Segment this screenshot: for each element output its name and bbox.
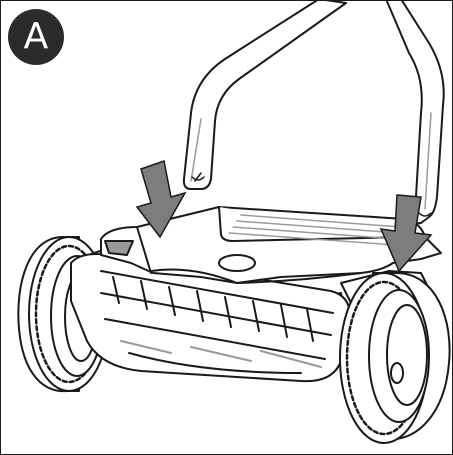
arrow-down-icon: [135, 160, 187, 239]
mower-handle: [182, 1, 445, 225]
mower-deck: [100, 206, 442, 284]
figure-label-badge: A: [8, 9, 64, 65]
arrow-down-icon: [379, 194, 433, 273]
figure-label: A: [23, 16, 49, 57]
right-wheel: [339, 272, 451, 444]
